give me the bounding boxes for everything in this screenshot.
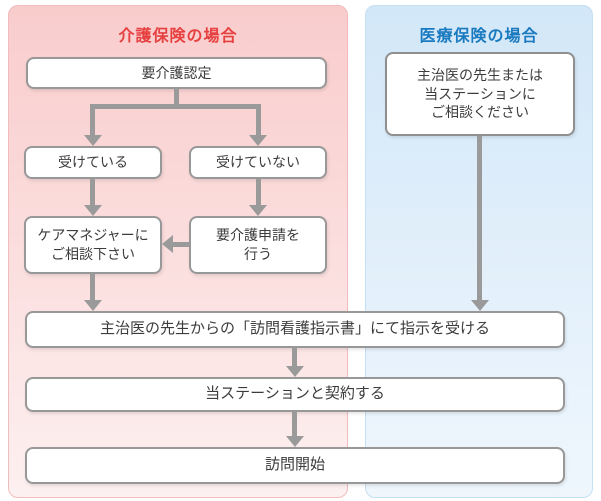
- box-homon-kaishi: 訪問開始: [25, 447, 565, 484]
- arrow-down-icon: [286, 366, 304, 377]
- flow-split-stub: [174, 88, 179, 107]
- box-care-manager: ケアマネジャーに ご相談下さい: [24, 216, 162, 274]
- flow-arrow-sodan-down: [477, 136, 482, 301]
- box-uketeiru: 受けている: [24, 146, 162, 179]
- panel-title-iryo: 医療保険の場合: [419, 28, 539, 45]
- flow-arrow-shinsei-to-caremanager: [172, 242, 189, 247]
- flow-arrow-shijisho-down: [292, 348, 297, 367]
- flow-arrow-uketeinai: [256, 179, 261, 206]
- box-shujii-sodan: 主治医の先生または 当ステーションに ご相談ください: [385, 52, 575, 136]
- arrow-down-icon: [84, 300, 102, 311]
- panel-title-kaigo: 介護保険の場合: [118, 28, 238, 45]
- arrow-down-icon: [84, 135, 102, 146]
- flow-arrow-caremanager-down: [90, 274, 95, 301]
- box-uketeinai: 受けていない: [189, 146, 327, 179]
- arrow-down-icon: [84, 205, 102, 216]
- arrow-down-icon: [249, 135, 267, 146]
- flow-arrow-keiyaku-down: [292, 412, 297, 437]
- flow-arrow-uketeiru: [90, 179, 95, 206]
- flow-split-right-drop: [256, 104, 261, 136]
- flow-split-bar: [90, 104, 261, 109]
- arrow-left-icon: [162, 235, 173, 253]
- box-shijisho: 主治医の先生からの「訪問看護指示書」にて指示を受ける: [25, 311, 565, 348]
- flow-split-left-drop: [90, 104, 95, 136]
- arrow-down-icon: [471, 300, 489, 311]
- arrow-down-icon: [286, 436, 304, 447]
- box-yokaigo-shinsei: 要介護申請を 行う: [189, 216, 327, 274]
- box-yokaigo-nintei: 要介護認定: [26, 57, 327, 89]
- box-keiyaku: 当ステーションと契約する: [25, 377, 565, 412]
- arrow-down-icon: [249, 205, 267, 216]
